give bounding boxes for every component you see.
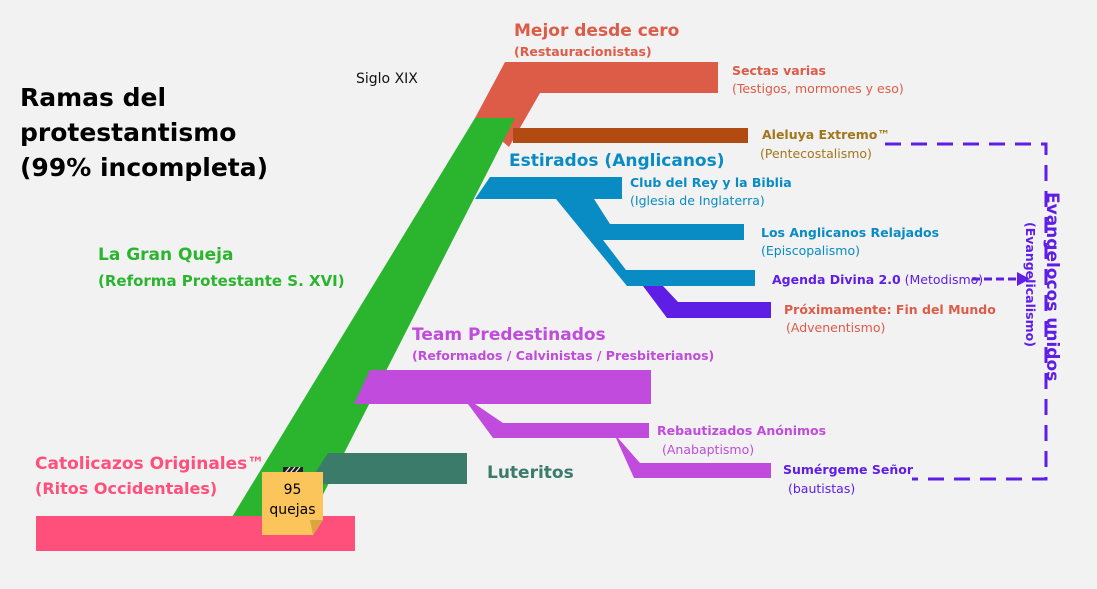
catholic-name: Catolicazos Originales™ [35, 454, 265, 474]
episcopal-sub: (Episcopalismo) [761, 243, 860, 258]
methodist-label: Agenda Divina 2.0 (Metodismo) [772, 272, 983, 287]
note-line-1: 95 [283, 482, 302, 498]
page-title: Ramas del protestantismo (99% incompleta… [20, 80, 268, 185]
adventist-name: Próximamente: Fin del Mundo [784, 302, 996, 317]
baptist-sub: (bautistas) [788, 481, 856, 496]
catholic-sub: (Ritos Occidentales) [35, 479, 218, 498]
anabaptist-sub: (Anabaptismo) [662, 442, 755, 457]
church-england-sub: (Iglesia de Inglaterra) [630, 193, 765, 208]
sects-sub: (Testigos, mormones y eso) [732, 81, 904, 96]
pentecostal-sub: (Pentecostalismo) [760, 146, 872, 161]
evangelical-name: Evangelocos unidos [1042, 192, 1062, 382]
reform-name: La Gran Queja [98, 245, 234, 265]
methodist-sub: (Metodismo) [904, 272, 984, 287]
methodist-stem [643, 286, 771, 318]
baptist-name: Sumérgeme Señor [783, 462, 913, 477]
adventist-sub: (Advenentismo) [786, 320, 886, 335]
title-line-1: Ramas del [20, 83, 167, 112]
calvinist-name: Team Predestinados [412, 325, 606, 345]
evangelical-arrow-head [1017, 272, 1030, 286]
calvinist-stem [354, 370, 771, 478]
lutheran-name: Luteritos [487, 463, 574, 483]
evangelical-sub: (Evangelicalismo) [1023, 222, 1038, 347]
note-text: 95 quejas [262, 480, 323, 520]
restoration-stem [475, 62, 718, 147]
church-england-name: Club del Rey y la Biblia [630, 175, 792, 190]
title-line-2: protestantismo [20, 118, 237, 147]
pentecostal-name: Aleluya Extremo™ [762, 127, 890, 142]
calvinist-sub: (Reformados / Calvinistas / Presbiterian… [412, 348, 715, 363]
sects-name: Sectas varias [732, 63, 827, 78]
era-label: Siglo XIX [356, 71, 418, 87]
reform-trunk [229, 118, 515, 522]
evangelical-bracket [885, 142, 1048, 481]
pentecostal-bar [513, 128, 748, 143]
anabaptist-name: Rebautizados Anónimos [657, 423, 827, 438]
episcopal-name: Los Anglicanos Relajados [761, 225, 940, 240]
note-line-2: quejas [269, 502, 316, 518]
title-line-3: (99% incompleta) [20, 153, 269, 182]
reform-sub: (Reforma Protestante S. XVI) [98, 272, 345, 290]
anglican-stem [475, 177, 755, 286]
restoration-sub: (Restauracionistas) [514, 44, 652, 59]
lutheran-stem [308, 453, 467, 484]
methodist-name: Agenda Divina 2.0 [772, 272, 901, 287]
restoration-name: Mejor desde cero [514, 21, 680, 41]
note-95-quejas [262, 466, 323, 535]
anglican-name: Estirados (Anglicanos) [509, 151, 725, 171]
